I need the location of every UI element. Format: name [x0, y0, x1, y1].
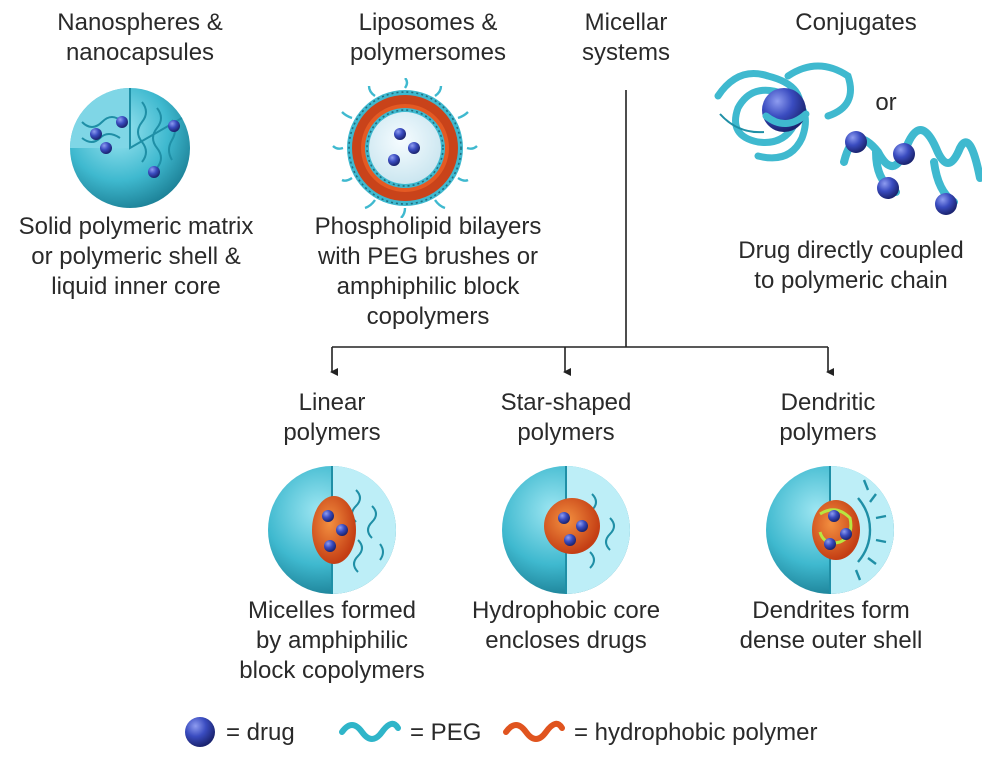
dendritic-description: Dendrites form dense outer shell — [739, 597, 923, 654]
drug-icon — [90, 128, 102, 140]
liposomes-title: Liposomes & polymersomes — [349, 9, 507, 66]
conjugates-description: Drug directly coupled to polymeric chain — [738, 237, 964, 294]
conjugate-coil-illustration — [714, 62, 854, 162]
linear-micelle-illustration — [268, 466, 396, 594]
legend-hydrophobic-label: = hydrophobic polymer — [574, 719, 818, 746]
nanospheres-description: Solid polymeric matrix or polymeric shel… — [18, 213, 254, 300]
liposome-illustration — [332, 78, 478, 218]
dendritic-micelle-illustration — [766, 466, 894, 594]
linear-title: Linear polymers — [283, 389, 381, 446]
legend-hydrophobic-polymer-icon — [503, 720, 565, 742]
conjugates-or: or — [875, 89, 897, 116]
micellar-title: Micellar systems — [581, 9, 670, 66]
legend-drug-icon — [185, 717, 215, 747]
nanospheres-title: Nanospheres & nanocapsules — [57, 9, 223, 66]
star-title: Star-shaped polymers — [500, 389, 632, 446]
star-micelle-illustration — [502, 466, 630, 594]
liposomes-description: Phospholipid bilayers with PEG brushes o… — [314, 213, 542, 330]
conjugates-title: Conjugates — [795, 9, 917, 36]
legend-peg-label: = PEG — [410, 719, 482, 746]
legend-drug-label: = drug — [226, 719, 295, 746]
dendritic-title: Dendritic polymers — [779, 389, 877, 446]
conjugate-helix-illustration — [840, 126, 982, 215]
legend-peg-icon — [339, 720, 401, 742]
linear-description: Micelles formed by amphiphilic block cop… — [239, 597, 425, 684]
nanosphere-illustration — [70, 88, 190, 208]
star-description: Hydrophobic core encloses drugs — [471, 597, 661, 654]
